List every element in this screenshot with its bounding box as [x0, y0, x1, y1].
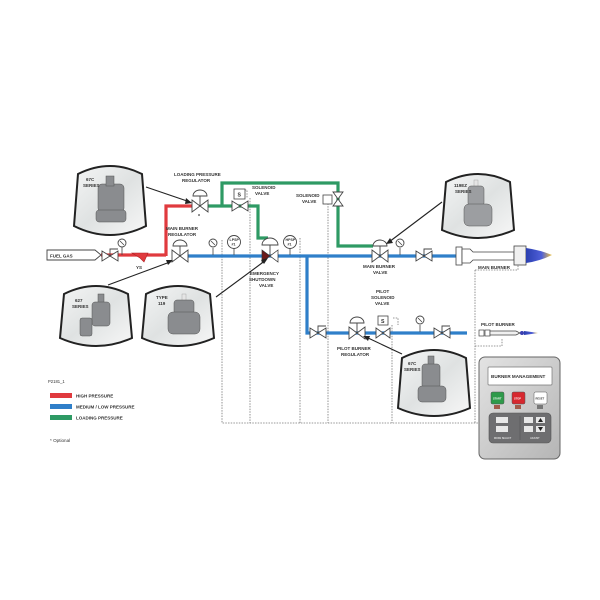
label-line: SERIES: [83, 183, 100, 188]
strainer-icon: YS: [130, 252, 149, 270]
flame-icon: [524, 331, 538, 335]
label-line: MAIN BURNER: [363, 264, 396, 269]
burner-management-panel: BURNER MANAGEMENT START STOP RESET MODE …: [478, 356, 561, 460]
label-line: 119EZ: [454, 183, 467, 188]
label-line: 67C: [86, 177, 95, 182]
callout-type-119: TYPE 119: [140, 258, 268, 347]
legend-swatch-loading: [50, 415, 72, 420]
callout-67c-top: 67C SERIES: [72, 165, 192, 236]
strainer-label: YS: [136, 265, 142, 270]
label-line: VALVE: [259, 283, 273, 288]
control-wiring: [221, 189, 519, 424]
label-line: #1: [288, 243, 292, 247]
main-burner: MAIN BURNER: [455, 245, 552, 270]
callout-67c-bottom: 67C SERIES: [363, 336, 472, 417]
low-pressure-switch: LPSP #1: [227, 235, 241, 255]
pressure-gauge-icon: [208, 238, 218, 255]
fuel-gas-label: FUEL GAS: [50, 254, 73, 259]
label-line: TYPE: [156, 295, 168, 300]
label-line: SOLENOID: [371, 295, 395, 300]
label-line: 67C: [408, 361, 417, 366]
adjust-key-2[interactable]: [524, 426, 533, 432]
main-shutoff-valve[interactable]: [415, 248, 433, 262]
label-line: VALVE: [375, 301, 389, 306]
stop-button[interactable]: STOP: [511, 391, 526, 409]
callout-627: 627 SERIES: [58, 260, 173, 347]
reset-button[interactable]: RESET: [533, 391, 548, 409]
display-screen: [487, 366, 553, 386]
label-line: EMERGENCY: [250, 271, 279, 276]
fuel-gas-inlet: FUEL GAS: [46, 249, 102, 261]
legend-label: HIGH PRESSURE: [76, 394, 113, 399]
label-line: VALVE: [302, 199, 316, 204]
pressure-gauge-icon: [117, 238, 127, 255]
solenoid-symbol: S: [238, 193, 242, 199]
label-line: 119: [158, 301, 166, 306]
label-line: SERIES: [455, 189, 472, 194]
label-line: SERIES: [404, 367, 421, 372]
label-line: SOLENOID: [252, 185, 276, 190]
emergency-shutdown-valve[interactable]: EMERGENCY SHUTDOWN VALVE: [249, 237, 279, 288]
label-line: PILOT BURNER: [337, 346, 372, 351]
label-line: REGULATOR: [168, 232, 197, 237]
main-burner-valve[interactable]: MAIN BURNER VALVE: [363, 239, 396, 275]
solenoid-valve-2[interactable]: SOLENOID VALVE: [296, 191, 344, 207]
keypad-label: ADJUST: [530, 437, 540, 440]
high-pressure-switch: HPSP #1: [283, 235, 297, 255]
flame-icon: [526, 248, 552, 263]
start-button[interactable]: START: [490, 391, 505, 409]
legend-label: LOADING PRESSURE: [76, 416, 123, 421]
legend-swatch-medium: [50, 404, 72, 409]
loading-pressure-regulator[interactable]: * LOADING PRESSURE REGULATOR: [174, 172, 221, 220]
label-line: MAIN BURNER: [166, 226, 199, 231]
label-line: SERIES: [72, 304, 89, 309]
callout-119ez: 119EZ SERIES: [386, 173, 516, 244]
solenoid-valve-1[interactable]: S SOLENOID VALVE: [231, 185, 276, 212]
label-line: VALVE: [255, 191, 269, 196]
optional-note: * Optional: [50, 438, 70, 443]
pilot-solenoid-valve[interactable]: S PILOT SOLENOID VALVE: [371, 289, 395, 339]
legend-swatch-high: [50, 393, 72, 398]
adjust-key-1[interactable]: [524, 417, 533, 423]
pilot-burner: PILOT BURNER: [478, 322, 538, 337]
loading-pressure-line: [202, 181, 373, 248]
label-line: HPSP: [286, 238, 296, 242]
label-line: REGULATOR: [182, 178, 211, 183]
inlet-shutoff-valve[interactable]: [101, 248, 119, 262]
pilot-burner-label: PILOT BURNER: [481, 322, 516, 327]
label-line: LPSP: [230, 238, 240, 242]
button-label: STOP: [514, 397, 521, 401]
optional-mark: *: [198, 214, 201, 220]
mode-key-1[interactable]: [496, 417, 508, 423]
mode-key-2[interactable]: [496, 426, 508, 432]
pressure-gauge-icon: [395, 238, 405, 255]
label-line: REGULATOR: [341, 352, 370, 357]
button-label: START: [493, 397, 502, 401]
label-line: SOLENOID: [296, 193, 320, 198]
legend: HIGH PRESSURE MEDIUM / LOW PRESSURE LOAD…: [50, 393, 135, 421]
main-burner-regulator[interactable]: MAIN BURNER REGULATOR: [166, 226, 199, 263]
button-label: RESET: [536, 397, 545, 401]
down-arrow-icon: [538, 427, 543, 431]
label-line: VALVE: [373, 270, 387, 275]
figure-id: P2181_1: [48, 379, 65, 384]
label-line: PILOT: [376, 289, 390, 294]
main-burner-label: MAIN BURNER: [478, 265, 511, 270]
medium-pressure-line: [184, 254, 467, 335]
label-line: 627: [75, 298, 83, 303]
up-arrow-icon: [538, 418, 543, 422]
keypad-label: MODE SELECT: [494, 437, 512, 440]
label-line: SHUTDOWN: [249, 277, 276, 282]
label-line: LOADING PRESSURE: [174, 172, 221, 177]
label-line: #1: [232, 243, 236, 247]
pilot-shutoff-valve-2[interactable]: [433, 325, 451, 339]
panel-title: BURNER MANAGEMENT: [491, 374, 546, 379]
pilot-shutoff-valve[interactable]: [309, 325, 327, 339]
pressure-gauge-icon: [415, 315, 425, 332]
pilot-burner-regulator[interactable]: PILOT BURNER REGULATOR: [337, 316, 372, 357]
legend-label: MEDIUM / LOW PRESSURE: [76, 405, 135, 410]
solenoid-symbol: S: [381, 319, 385, 325]
